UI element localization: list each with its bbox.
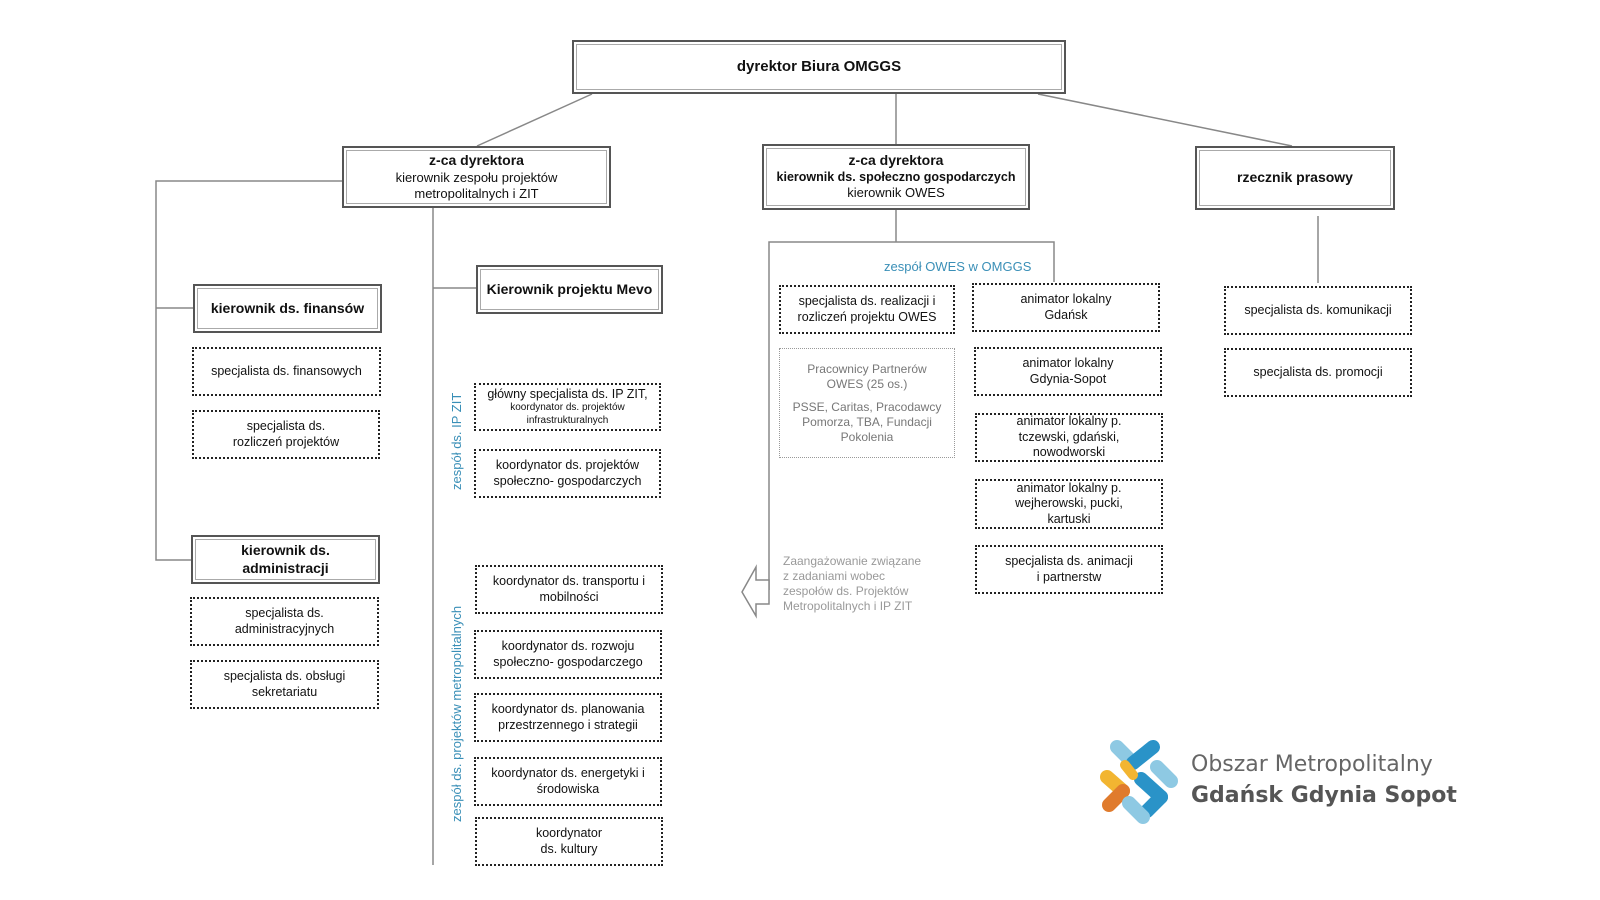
admin-head-box: kierownik ds. administracji bbox=[191, 535, 380, 584]
ip-zit-chief-specialist-box: główny specjalista ds. IP ZIT, koordynat… bbox=[474, 383, 661, 431]
metro-team-label: zespół ds. projektów metropolitalnych bbox=[449, 605, 464, 822]
communication-specialist-label: specjalista ds. komunikacji bbox=[1244, 302, 1392, 317]
finance-head-label: kierownik ds. finansów bbox=[210, 299, 365, 316]
involvement-note: Zaangażowanie związane z zadaniami wobec… bbox=[783, 554, 922, 613]
deputy2-line1: kierownik ds. społeczno gospodarczych bbox=[776, 169, 1016, 184]
animation-specialist-label: specjalista ds. animacji i partnerstw bbox=[1005, 553, 1133, 584]
deputy1-line2: metropolitalnych i ZIT bbox=[414, 185, 539, 201]
owes-realization-specialist-box: specjalista ds. realizacji i rozliczeń p… bbox=[779, 285, 955, 334]
owes-team-label: zespół OWES w OMGGS bbox=[884, 259, 1032, 274]
spokesperson-title: rzecznik prasowy bbox=[1237, 169, 1353, 186]
secretariat-specialist-box: specjalista ds. obsługi sekretariatu bbox=[190, 660, 379, 709]
animator-tczewski-box: animator lokalny p. tczewski, gdański, n… bbox=[975, 413, 1163, 462]
spokesperson-box: rzecznik prasowy bbox=[1195, 146, 1395, 210]
promotion-specialist-label: specjalista ds. promocji bbox=[1253, 364, 1383, 379]
arrow-left-icon bbox=[741, 564, 770, 619]
transport-coordinator-label: koordynator ds. transportu i mobilności bbox=[492, 573, 646, 604]
deputy1-line1: kierownik zespołu projektów bbox=[395, 169, 558, 185]
planning-coordinator-box: koordynator ds. planowania przestrzenneg… bbox=[474, 693, 662, 742]
planning-coordinator-label: koordynator ds. planowania przestrzenneg… bbox=[491, 701, 645, 732]
deputy1-title: z-ca dyrektora bbox=[429, 152, 524, 168]
settlement-specialist-box: specjalista ds. rozliczeń projektów bbox=[192, 410, 380, 459]
logo-line1: Obszar Metropolitalny bbox=[1191, 752, 1433, 777]
deputy-director-metro-box: z-ca dyrektora kierownik zespołu projekt… bbox=[342, 146, 611, 208]
energy-coordinator-box: koordynator ds. energetyki i środowiska bbox=[474, 757, 662, 806]
development-coordinator-label: koordynator ds. rozwoju społeczno- gospo… bbox=[493, 638, 643, 669]
admin-specialist-label: specjalista ds. administracyjnych bbox=[234, 605, 335, 636]
energy-coordinator-label: koordynator ds. energetyki i środowiska bbox=[491, 765, 645, 796]
development-coordinator-box: koordynator ds. rozwoju społeczno- gospo… bbox=[474, 630, 662, 679]
owes-realization-specialist-label: specjalista ds. realizacji i rozliczeń p… bbox=[797, 293, 937, 324]
deputy-director-owes-box: z-ca dyrektora kierownik ds. społeczno g… bbox=[762, 144, 1030, 210]
animator-gdansk-label: animator lokalny Gdańsk bbox=[1020, 291, 1112, 322]
settlement-specialist-label: specjalista ds. rozliczeń projektów bbox=[232, 418, 340, 449]
owes-partners-box: Pracownicy Partnerów OWES (25 os.) PSSE,… bbox=[779, 348, 955, 458]
deputy2-title: z-ca dyrektora bbox=[848, 152, 944, 169]
logo-line2: Gdańsk Gdynia Sopot bbox=[1191, 783, 1457, 808]
finance-specialist-box: specjalista ds. finansowych bbox=[192, 347, 381, 396]
animator-wejherowski-label: animator lokalny p. wejherowski, pucki, … bbox=[1015, 480, 1123, 526]
animator-gdansk-box: animator lokalny Gdańsk bbox=[972, 283, 1160, 332]
animator-gdynia-sopot-label: animator lokalny Gdynia-Sopot bbox=[1022, 355, 1114, 386]
animator-gdynia-sopot-box: animator lokalny Gdynia-Sopot bbox=[974, 347, 1162, 396]
mevo-manager-box: Kierownik projektu Mevo bbox=[476, 265, 663, 314]
socio-economic-projects-coordinator-box: koordynator ds. projektów społeczno- gos… bbox=[474, 449, 661, 498]
ip-zit-chief-specialist-label: główny specjalista ds. IP ZIT, bbox=[487, 386, 648, 401]
ip-zit-chief-specialist-sub: koordynator ds. projektów infrastruktura… bbox=[510, 402, 625, 426]
owes-partners-line2: PSSE, Caritas, Pracodawcy Pomorza, TBA, … bbox=[792, 399, 942, 444]
culture-coordinator-box: koordynator ds. kultury bbox=[475, 817, 663, 866]
owes-partners-line1: Pracownicy Partnerów OWES (25 os.) bbox=[807, 361, 927, 391]
deputy2-line2: kierownik OWES bbox=[847, 185, 945, 201]
socio-economic-projects-coordinator-label: koordynator ds. projektów społeczno- gos… bbox=[493, 457, 642, 488]
admin-specialist-box: specjalista ds. administracyjnych bbox=[190, 597, 379, 646]
director-box: dyrektor Biura OMGGS bbox=[572, 40, 1066, 94]
culture-coordinator-label: koordynator ds. kultury bbox=[535, 825, 602, 856]
promotion-specialist-box: specjalista ds. promocji bbox=[1224, 348, 1412, 397]
ip-zit-team-label: zespół ds. IP ZIT bbox=[449, 392, 464, 490]
transport-coordinator-box: koordynator ds. transportu i mobilności bbox=[475, 565, 663, 614]
omggs-logo-icon bbox=[1100, 740, 1178, 824]
director-title: dyrektor Biura OMGGS bbox=[736, 57, 902, 75]
animator-tczewski-label: animator lokalny p. tczewski, gdański, n… bbox=[1016, 414, 1122, 460]
finance-specialist-label: specjalista ds. finansowych bbox=[211, 363, 362, 378]
admin-head-label: kierownik ds. administracji bbox=[241, 542, 330, 576]
mevo-manager-label: Kierownik projektu Mevo bbox=[486, 280, 653, 297]
communication-specialist-box: specjalista ds. komunikacji bbox=[1224, 286, 1412, 335]
finance-head-box: kierownik ds. finansów bbox=[193, 284, 382, 333]
animation-specialist-box: specjalista ds. animacji i partnerstw bbox=[975, 545, 1163, 594]
animator-wejherowski-box: animator lokalny p. wejherowski, pucki, … bbox=[975, 479, 1163, 529]
secretariat-specialist-label: specjalista ds. obsługi sekretariatu bbox=[223, 668, 346, 699]
